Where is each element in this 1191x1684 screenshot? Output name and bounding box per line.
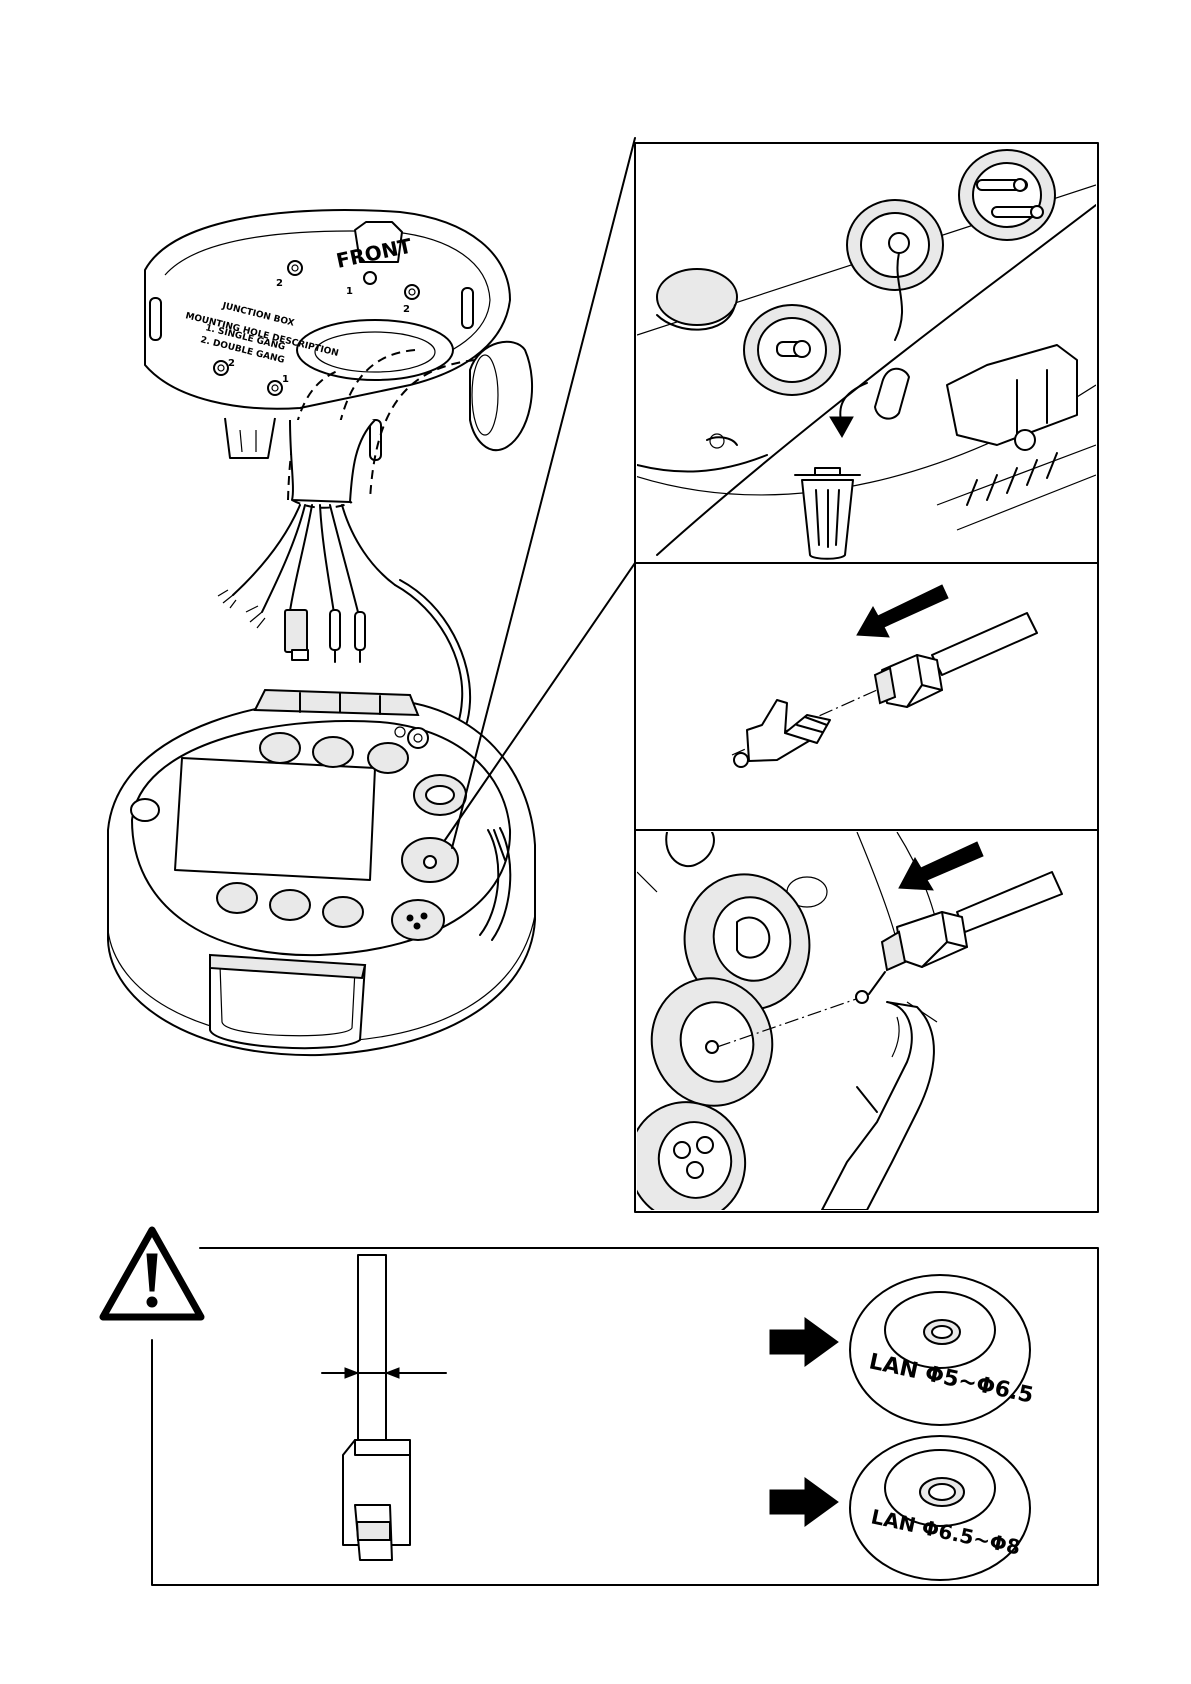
warning-triangle-icon [103,1230,201,1317]
hole-number: 1 [346,286,353,297]
panel-remove-plug [632,143,1098,563]
arrow-icon [770,1478,838,1526]
panel-connector-separation [635,563,1098,830]
hole-number: 2 [403,304,410,315]
hole-number: 1 [282,374,289,385]
warning-box: LAN Φ5~Φ6.5 LAN Φ6.5~Φ8 [103,1230,1098,1585]
camera-base [108,690,535,1055]
panel-insert-connector [615,830,1098,1235]
grommet-large: LAN Φ6.5~Φ8 [850,1436,1030,1580]
hole-number: 2 [276,278,283,289]
lan-cable-dimension [322,1255,446,1560]
mounting-bracket: FRONT JUNCTION BOX MOUNTING HOLE DESCRIP… [145,210,532,508]
hole-number: 2 [228,358,235,369]
arrow-icon [770,1318,838,1366]
grommet-small: LAN Φ5~Φ6.5 [850,1275,1036,1425]
